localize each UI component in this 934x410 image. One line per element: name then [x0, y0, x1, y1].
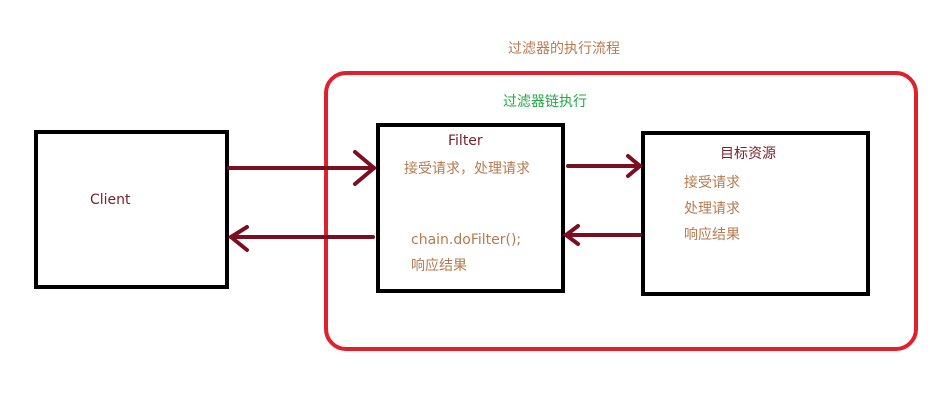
client-box [34, 130, 229, 289]
client-label: Client [90, 192, 131, 208]
response-arrow-filter-to-client [227, 225, 375, 252]
diagram-title: 过滤器的执行流程 [508, 41, 620, 57]
filter-box [376, 123, 565, 293]
target-resource-box [641, 131, 870, 296]
request-arrow-filter-to-target [566, 154, 644, 178]
filter-dofilter-text: chain.doFilter(); [411, 232, 522, 248]
filter-chain-label: 过滤器链执行 [503, 94, 587, 110]
response-arrow-target-to-filter [562, 224, 642, 246]
target-line-response: 响应结果 [684, 227, 740, 243]
target-line-process: 处理请求 [684, 201, 740, 217]
request-arrow-client-to-filter [227, 150, 378, 186]
target-line-accept: 接受请求 [684, 175, 740, 191]
filter-chain-container [324, 71, 918, 351]
target-resource-label: 目标资源 [720, 146, 776, 162]
filter-response-text: 响应结果 [411, 258, 467, 274]
filter-label: Filter [448, 133, 483, 149]
filter-accept-text: 接受请求，处理请求 [404, 161, 530, 177]
